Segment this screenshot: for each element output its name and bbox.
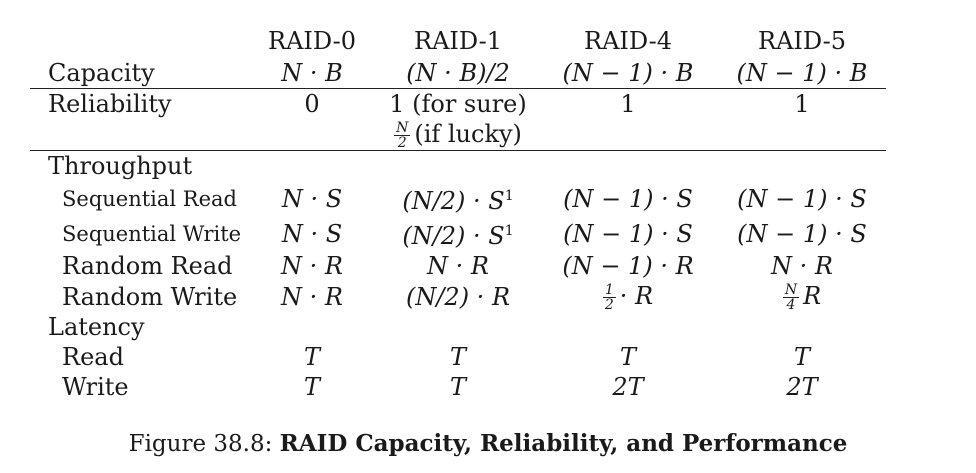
sequential-write-raid1: (N/2) · S1 <box>402 222 514 250</box>
latency-read-row: Read T T T T <box>30 342 886 372</box>
latency-write-raid5: 2T <box>786 373 818 401</box>
random-write-label: Random Write <box>62 282 238 311</box>
latency-read-label: Read <box>62 343 124 371</box>
capacity-row: Capacity N · B (N · B)/2 (N − 1) · B (N … <box>30 58 886 89</box>
header-raid5: RAID-5 <box>758 27 846 55</box>
sequential-write-row: Sequential Write N · S (N/2) · S1 (N − 1… <box>30 216 886 251</box>
header-raid0: RAID-0 <box>268 27 356 55</box>
random-read-raid1: N · R <box>427 252 489 280</box>
capacity-raid5: (N − 1) · B <box>718 58 886 89</box>
reliability-spacer <box>30 119 246 151</box>
sequential-read-raid5: (N − 1) · S <box>737 184 867 213</box>
latency-write-raid1: T <box>449 373 466 401</box>
sequential-read-label: Sequential Read <box>62 186 238 211</box>
sequential-read-raid1: (N/2) · S1 <box>402 187 514 215</box>
random-read-row: Random Read N · R N · R (N − 1) · R N · … <box>30 251 886 281</box>
latency-write-raid4: 2T <box>612 373 644 401</box>
reliability-spacer-raid0 <box>246 119 378 151</box>
sequential-write-label: Sequential Write <box>62 221 242 246</box>
capacity-label: Capacity <box>30 58 246 89</box>
latency-write-label: Write <box>62 373 129 401</box>
reliability-raid1: 1 (for sure) <box>389 90 527 118</box>
reliability-label: Reliability <box>48 90 172 118</box>
reliability-raid0: 0 <box>304 90 320 118</box>
caption-title: RAID Capacity, Reliability, and Performa… <box>279 430 848 457</box>
latency-read-raid4: T <box>619 343 636 371</box>
random-read-raid5: N · R <box>771 252 833 280</box>
sequential-read-raid4: (N − 1) · S <box>563 184 693 213</box>
sequential-write-raid0: N · S <box>281 219 343 248</box>
latency-read-raid5: T <box>793 343 810 371</box>
caption-prefix: Figure 38.8: <box>128 431 273 457</box>
sequential-write-raid4: (N − 1) · S <box>563 219 693 248</box>
capacity-raid0: N · B <box>246 58 378 89</box>
reliability-raid5: 1 <box>794 90 810 118</box>
header-raid4: RAID-4 <box>584 27 672 55</box>
sequential-read-raid0: N · S <box>281 184 343 213</box>
raid-comparison-table-container: RAID-0 RAID-1 RAID-4 RAID-5 Capacity N ·… <box>30 26 886 402</box>
capacity-raid4: (N − 1) · B <box>538 58 718 89</box>
capacity-raid1: (N · B)/2 <box>378 58 538 89</box>
latency-read-raid1: T <box>449 343 466 371</box>
random-write-raid0: N · R <box>281 282 343 311</box>
reliability-spacer-raid4 <box>538 119 718 151</box>
lucky-text: (if lucky) <box>414 120 522 148</box>
random-write-raid1: (N/2) · R <box>405 282 511 311</box>
sequential-read-row: Sequential Read N · S (N/2) · S1 (N − 1)… <box>30 181 886 216</box>
latency-write-row: Write T T 2T 2T <box>30 372 886 402</box>
latency-heading-row: Latency <box>30 312 886 342</box>
header-raid1: RAID-1 <box>414 27 502 55</box>
reliability-row: Reliability 0 1 (for sure) 1 1 <box>30 89 886 120</box>
figure-caption: Figure 38.8: RAID Capacity, Reliability,… <box>0 430 976 457</box>
sequential-write-raid5: (N − 1) · S <box>737 219 867 248</box>
random-read-label: Random Read <box>62 252 233 280</box>
latency-read-raid0: T <box>303 343 320 371</box>
raid-comparison-table: RAID-0 RAID-1 RAID-4 RAID-5 Capacity N ·… <box>30 26 886 402</box>
latency-label: Latency <box>48 313 145 341</box>
random-read-raid4: (N − 1) · R <box>562 252 694 280</box>
header-row: RAID-0 RAID-1 RAID-4 RAID-5 <box>30 26 886 58</box>
throughput-heading-row: Throughput <box>30 151 886 182</box>
throughput-label: Throughput <box>48 152 193 180</box>
header-empty <box>30 26 246 58</box>
reliability-raid4: 1 <box>620 90 636 118</box>
reliability-spacer-raid5 <box>718 119 886 151</box>
random-read-raid0: N · R <box>281 252 343 280</box>
latency-write-raid0: T <box>303 373 320 401</box>
